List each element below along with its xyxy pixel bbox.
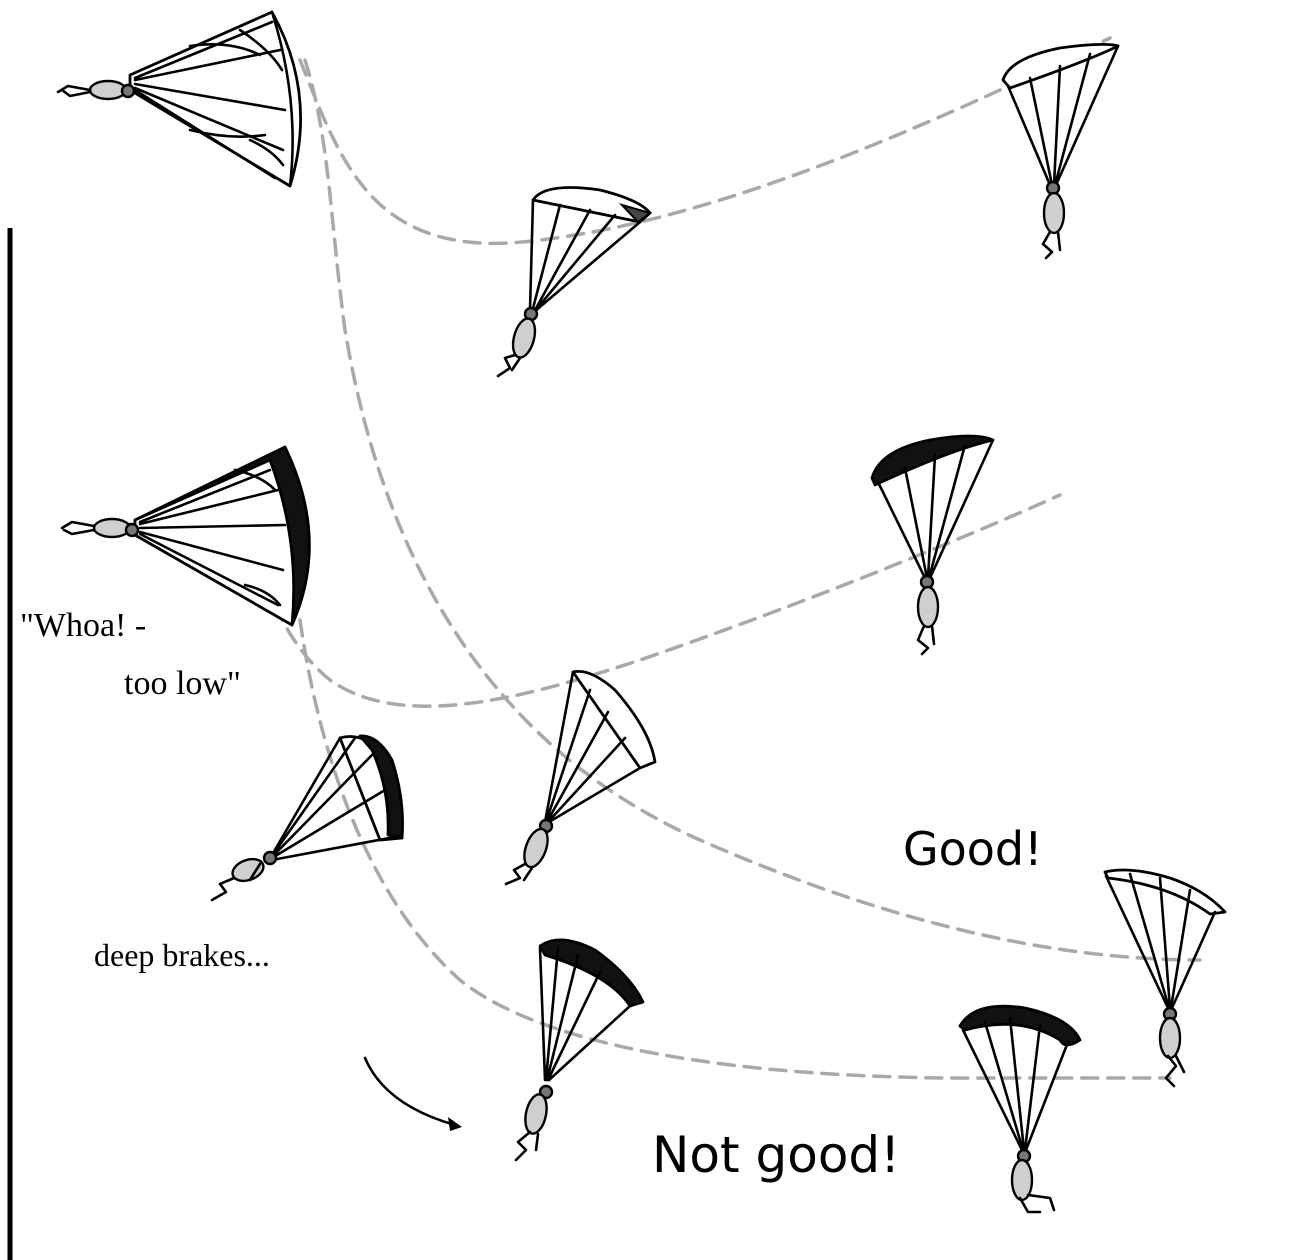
paraglider-icon: [506, 671, 655, 884]
paraglider-icon: [872, 436, 993, 654]
paraglider-icon: [960, 1006, 1080, 1212]
paraglider-icon: [516, 940, 643, 1160]
annotation-whoa-line2: too low": [124, 665, 241, 702]
paraglider-icon: [498, 188, 650, 376]
paraglider-icon: [1003, 44, 1118, 258]
annotation-not-good: Not good!: [652, 1126, 900, 1184]
annotation-deep-brakes: deep brakes...: [94, 937, 270, 973]
flight-path-lower-good: [254, 495, 1060, 706]
paraglider-icon: [62, 447, 309, 625]
annotation-good: Good!: [903, 822, 1043, 876]
flight-path-upper-good: [300, 38, 1110, 243]
paraglider-icon: [58, 12, 301, 186]
flight-path-long-dive: [305, 60, 1200, 960]
curved-arrow-icon: [365, 1058, 462, 1131]
paraglider-icon: [212, 736, 403, 900]
paraglider-icon: [1105, 870, 1225, 1086]
annotation-whoa-line1: "Whoa! -: [20, 607, 146, 644]
